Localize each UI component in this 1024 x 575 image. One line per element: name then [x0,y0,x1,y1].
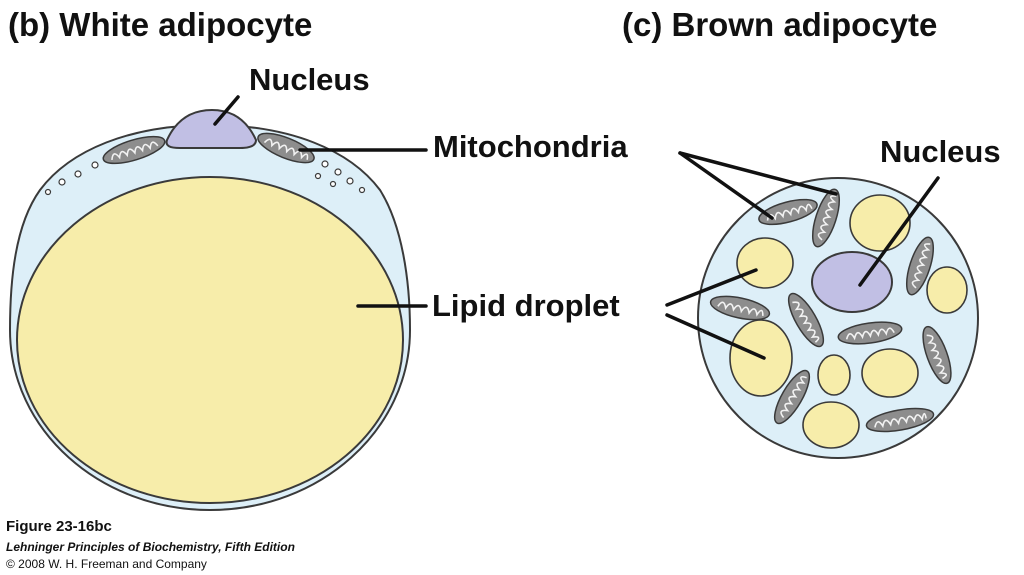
brown-mitochondrion [922,325,952,385]
white-vesicles [44,160,366,196]
label-mitochondria: Mitochondria [433,129,628,164]
label-nucleus-white: Nucleus [249,62,370,97]
white-mitochondrion-right [257,132,315,164]
brown-nucleus [811,251,893,313]
brown-mitochondrion [709,295,771,321]
leader-lines [213,95,940,360]
brown-mitochondrion [865,407,935,433]
leader-mitochondria-brown-2 [678,151,838,196]
white-lipid-droplet [16,176,404,504]
leader-mitochondria-brown-1 [678,151,774,220]
white-nucleus [165,108,258,149]
leader-nucleus-brown [858,176,940,287]
brown-mitochondrion [811,188,841,248]
leader-nucleus-white [213,95,240,126]
brown-mitochondrion [787,292,825,348]
label-nucleus-brown: Nucleus [880,134,1001,169]
white-mitochondrion-left [102,135,166,165]
white-adipocyte [8,108,412,512]
book-title: Lehninger Principles of Biochemistry, Fi… [6,540,295,554]
brown-mitochondrion [773,369,811,425]
brown-adipocyte [697,177,979,459]
brown-mitochondrion [905,236,935,296]
leader-lipid-brown-1 [665,268,758,307]
leader-lipid-brown-2 [665,313,766,360]
copyright-notice: © 2008 W. H. Freeman and Company [6,557,207,571]
figure-number: Figure 23-16bc [6,518,112,535]
title-brown-adipocyte: (c) Brown adipocyte [622,6,938,43]
brown-mitochondrion [837,321,903,345]
title-white-adipocyte: (b) White adipocyte [8,6,313,43]
label-lipid-droplet: Lipid droplet [432,288,620,323]
